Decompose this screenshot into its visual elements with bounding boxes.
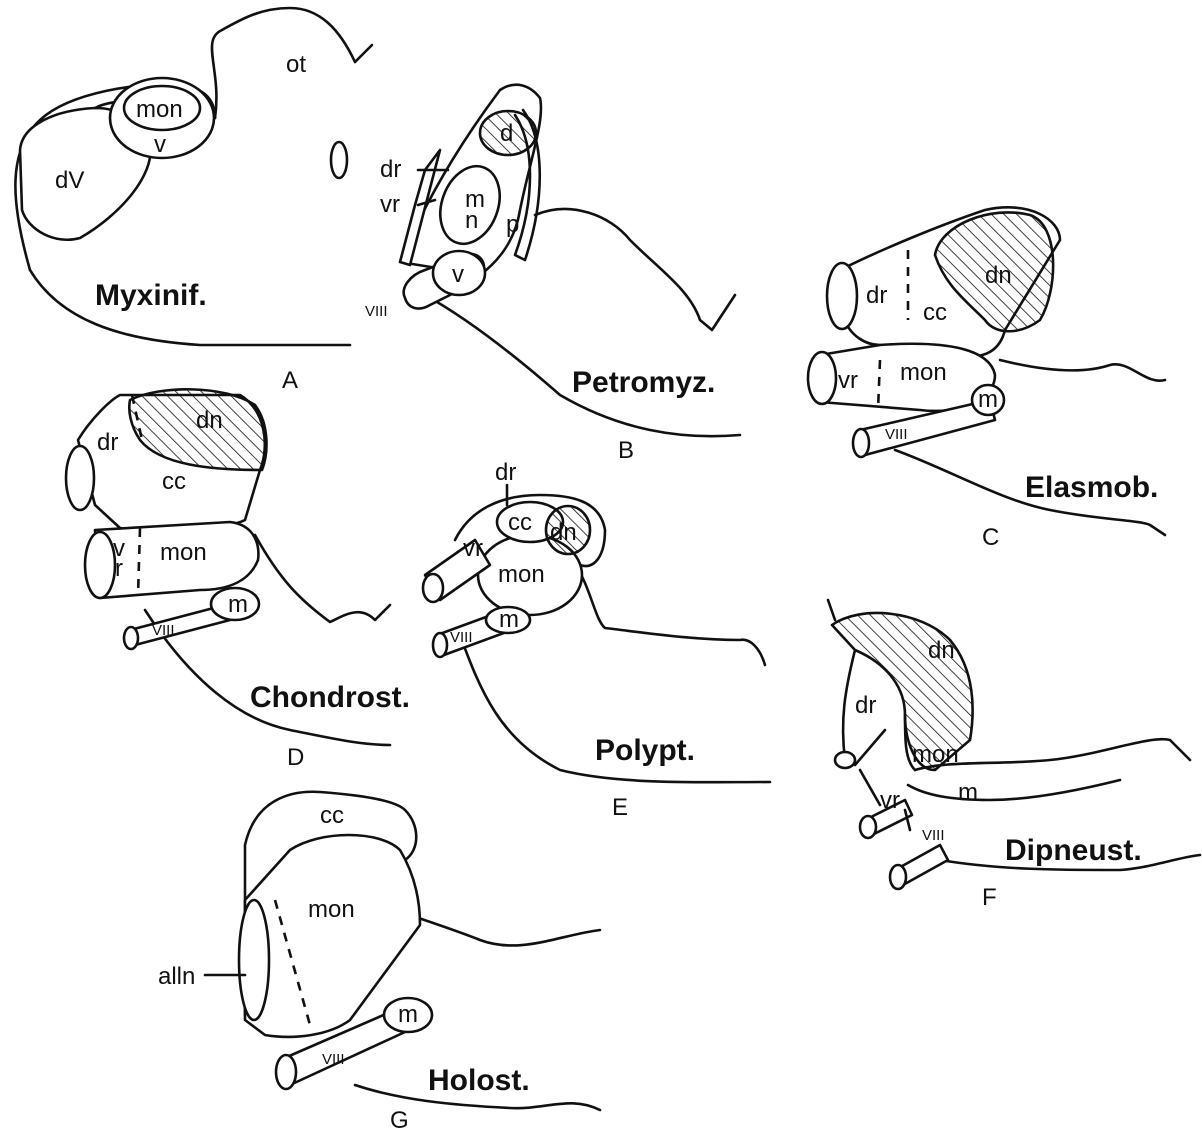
label-a-v: v bbox=[154, 131, 166, 158]
panel-g-viii-end bbox=[276, 1055, 296, 1089]
panel-letter-b: B bbox=[618, 437, 634, 464]
taxon-a: Myxinif. bbox=[95, 279, 207, 312]
label-d-cc: cc bbox=[162, 468, 186, 495]
panel-c-vr-stump bbox=[808, 352, 836, 404]
panel-d: dr dn cc v r mon m VIII Chondrost. D bbox=[66, 389, 410, 771]
label-d-m: m bbox=[228, 591, 248, 618]
panel-g-alln-stump bbox=[239, 900, 269, 1020]
label-e-dr: dr bbox=[495, 459, 516, 486]
panel-e: dr cc dn vr mon m VIII Polypt. E bbox=[423, 459, 770, 821]
label-c-m: m bbox=[978, 386, 998, 413]
label-b-dr: dr bbox=[380, 156, 401, 183]
panel-f-viii-end bbox=[890, 865, 906, 889]
panel-b: dr vr d m n p v VIII Petromyz. B bbox=[365, 85, 740, 464]
label-f-viii: VIII bbox=[922, 827, 945, 844]
label-c-viii: VIII bbox=[885, 426, 908, 443]
panel-c: dr dn cc vr mon m VIII Elasmob. C bbox=[808, 207, 1165, 551]
taxon-d: Chondrost. bbox=[250, 681, 410, 714]
panel-letter-g: G bbox=[390, 1107, 409, 1129]
label-b-vr: vr bbox=[380, 191, 400, 218]
panel-c-dr-stump bbox=[827, 263, 857, 329]
panel-letter-f: F bbox=[982, 884, 997, 911]
taxon-e: Polypt. bbox=[595, 734, 695, 767]
panel-g: cc mon m alln VIII Holost. G bbox=[158, 792, 600, 1129]
panel-e-vr-end bbox=[423, 574, 443, 602]
panel-letter-a: A bbox=[282, 367, 298, 394]
panel-letter-e: E bbox=[612, 794, 628, 821]
panel-e-viii-end bbox=[433, 633, 447, 657]
label-f-vr: vr bbox=[880, 787, 900, 814]
panel-b-dorsal-line bbox=[535, 209, 735, 330]
label-f-mon: mon bbox=[912, 741, 959, 768]
panel-d-vr-stump bbox=[85, 532, 115, 598]
panel-c-dorsal-line bbox=[1000, 360, 1165, 381]
panel-f-dr-end bbox=[835, 752, 855, 768]
panel-letter-d: D bbox=[287, 744, 304, 771]
label-g-mon: mon bbox=[308, 896, 355, 923]
panel-d-viii-end bbox=[124, 627, 138, 649]
taxon-c: Elasmob. bbox=[1025, 471, 1158, 504]
panel-f-top-tick bbox=[828, 600, 835, 620]
label-c-vr: vr bbox=[838, 367, 858, 394]
label-a-ot: ot bbox=[286, 51, 306, 78]
label-f-dr: dr bbox=[855, 692, 876, 719]
panel-a-small-oval bbox=[331, 142, 347, 178]
label-b-p: p bbox=[506, 211, 519, 238]
label-d-dr: dr bbox=[97, 429, 118, 456]
label-e-dn: dn bbox=[550, 519, 577, 546]
panel-d-dr-stump bbox=[66, 446, 94, 510]
panel-f-vr-connector bbox=[860, 770, 880, 805]
label-d-r: r bbox=[115, 555, 123, 582]
panel-f: dn dr mon m vr VIII Dipneust. F bbox=[828, 600, 1200, 911]
label-c-cc: cc bbox=[923, 299, 947, 326]
panel-f-vr-end bbox=[860, 816, 876, 838]
panel-f-dr-pointer bbox=[855, 730, 885, 765]
panel-a: ot mon v dV Myxinif. A bbox=[15, 8, 372, 394]
label-e-viii: VIII bbox=[450, 629, 473, 646]
label-g-alln: alln bbox=[158, 963, 195, 990]
label-c-dr: dr bbox=[866, 282, 887, 309]
label-b-v: v bbox=[452, 261, 464, 288]
label-b-d: d bbox=[500, 120, 513, 147]
taxon-b: Petromyz. bbox=[572, 366, 715, 399]
label-d-viii: VIII bbox=[152, 622, 175, 639]
label-g-cc: cc bbox=[320, 802, 344, 829]
label-e-cc: cc bbox=[508, 509, 532, 536]
label-e-vr: vr bbox=[463, 535, 483, 562]
label-c-dn: dn bbox=[985, 262, 1012, 289]
panel-a-ot-tip bbox=[355, 45, 372, 62]
label-e-mon: mon bbox=[498, 561, 545, 588]
label-g-viii: VIII bbox=[322, 1051, 345, 1068]
label-d-dn: dn bbox=[196, 407, 223, 434]
label-g-m: m bbox=[398, 1001, 418, 1028]
label-a-mon: mon bbox=[136, 96, 183, 123]
panel-a-ot-outline bbox=[212, 8, 355, 118]
panel-c-viii-end bbox=[853, 429, 869, 457]
panel-d-dorsal-line bbox=[255, 535, 390, 622]
taxon-f: Dipneust. bbox=[1005, 834, 1142, 867]
label-a-dv: dV bbox=[55, 167, 84, 194]
panel-e-dorsal-line bbox=[575, 565, 765, 665]
label-d-mon: mon bbox=[160, 539, 207, 566]
label-f-m: m bbox=[958, 779, 978, 806]
label-f-dn: dn bbox=[928, 637, 955, 664]
panel-f-dr-column bbox=[843, 650, 855, 760]
label-e-m: m bbox=[499, 606, 519, 633]
label-c-mon: mon bbox=[900, 359, 947, 386]
taxon-g: Holost. bbox=[428, 1064, 530, 1097]
label-b-n: n bbox=[465, 207, 478, 234]
label-b-viii: VIII bbox=[365, 303, 388, 320]
panel-f-mid-line bbox=[908, 780, 1120, 800]
panel-letter-c: C bbox=[982, 524, 999, 551]
